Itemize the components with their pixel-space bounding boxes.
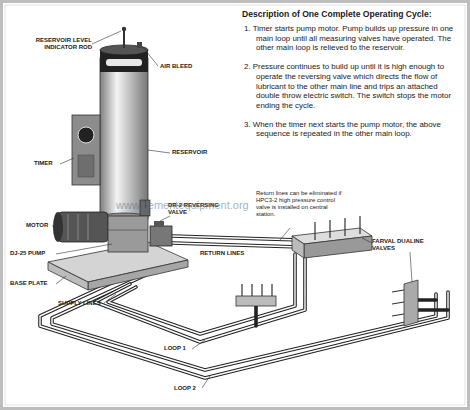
description-heading: Description of One Complete Operating Cy… (242, 9, 464, 19)
callout-label: FARVAL DUALINE VALVES (372, 238, 438, 252)
leader-line (192, 340, 205, 349)
callout-label: LOOP 2 (174, 385, 204, 392)
leader-line (60, 158, 74, 164)
valve-bank (404, 280, 418, 326)
valve-outlet (392, 302, 404, 304)
leader-line (362, 238, 372, 243)
motor-rib (68, 214, 69, 240)
description-step: 3. When the timer next starts the pump m… (244, 120, 462, 139)
description-step: 1. Timer starts pump motor. Pump builds … (244, 24, 462, 53)
reservoir-body (100, 58, 148, 218)
note-text: Return lines can be eliminated if HPC3-2… (256, 190, 344, 218)
base-plate-edge (48, 262, 88, 290)
callout-label: SUPPLY LINES (58, 300, 108, 307)
motor-rib (88, 214, 89, 240)
leader-line (148, 150, 170, 153)
callout-label: AIR BLEED (160, 63, 204, 70)
leader-line (142, 46, 158, 66)
level-rod-knob (122, 27, 126, 31)
manifold-outlet (261, 284, 262, 296)
air-bleed-fitting (137, 42, 142, 48)
valve-bank (304, 236, 372, 258)
branch-pipe (418, 308, 448, 312)
callout-label: LOOP 1 (164, 345, 194, 352)
return-pipe (172, 243, 300, 247)
manifold-outlet (241, 284, 242, 296)
timer-box (72, 115, 100, 185)
valve-switch (154, 221, 164, 226)
callout-label: BASE PLATE (10, 280, 58, 287)
motor-body (58, 212, 108, 242)
callout-label: RESERVOIR (172, 149, 222, 156)
branch-pipe (254, 306, 258, 326)
leader-line (56, 276, 66, 284)
valve-outlet (344, 218, 345, 236)
inner-frame (5, 5, 465, 405)
level-rod (123, 30, 125, 48)
leader-line (92, 31, 121, 44)
leader-line (280, 228, 290, 240)
reversing-valve (150, 226, 172, 246)
leader-line (160, 216, 170, 221)
leader-line (202, 376, 210, 388)
timer-dial (78, 127, 94, 143)
callout-label: RESERVOIR LEVEL INDICATOR ROD (26, 37, 92, 51)
valve-outlet (392, 290, 404, 292)
leader-line (104, 294, 116, 303)
pump-body (108, 216, 148, 252)
valve-outlet (314, 222, 315, 240)
pump-detail (108, 230, 148, 231)
motor-end (53, 212, 63, 242)
valve-outlet (392, 314, 404, 316)
callout-label: TIMER (34, 160, 62, 167)
callout-label: MOTOR (26, 222, 56, 229)
manifold-outlet (271, 284, 272, 296)
watermark-text: www.cementequipment.org (116, 199, 346, 212)
reservoir-badge (106, 59, 142, 66)
description-step: 2. Pressure continues to build up until … (244, 62, 462, 111)
leader-line (52, 226, 56, 227)
motor-rib (78, 214, 79, 240)
valve-outlet (329, 220, 330, 238)
branch-pipe (418, 298, 436, 302)
valve-outlet (359, 216, 360, 234)
return-pipe (172, 243, 300, 247)
manifold-outlet (251, 284, 252, 296)
timer-panel (78, 155, 94, 177)
callout-label: DJ-25 PUMP (10, 250, 58, 257)
callout-label: RETURN LINES (200, 250, 254, 257)
leader-line (56, 244, 112, 254)
manifold-block (236, 296, 276, 306)
leader-line (410, 252, 412, 282)
valve-bank (292, 236, 304, 258)
base-plate-edge (88, 260, 188, 290)
